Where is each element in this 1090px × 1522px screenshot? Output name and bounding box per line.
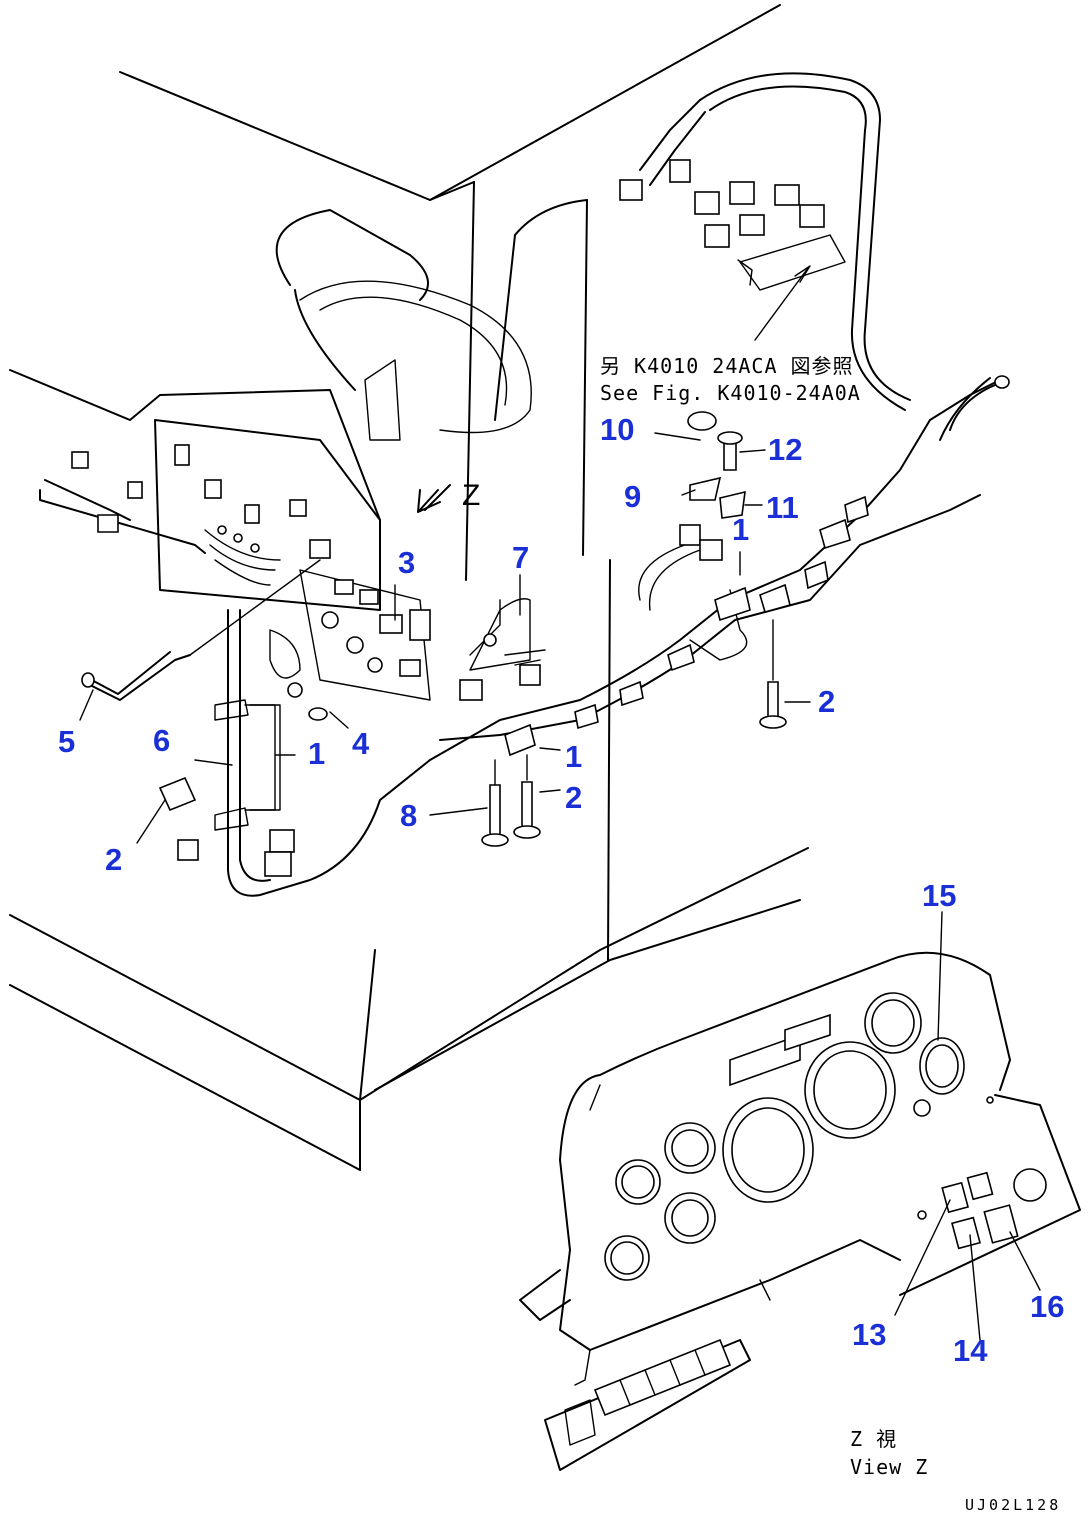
callout-8: 8	[400, 798, 417, 833]
callout-14: 14	[953, 1333, 988, 1368]
harness-clamps	[97, 495, 869, 757]
callout-7: 7	[512, 540, 529, 575]
harness-right-end	[939, 375, 1010, 441]
callout-12: 12	[768, 432, 802, 467]
steering-wheel	[299, 280, 532, 441]
view-z-arrow	[417, 484, 451, 513]
callout-16: 16	[1030, 1289, 1064, 1324]
callout-9: 9	[624, 479, 641, 514]
reference-arrow	[754, 265, 811, 341]
callout-5: 5	[58, 724, 75, 759]
callout-3: 3	[398, 545, 415, 580]
sub-harness-5	[81, 559, 321, 701]
cab-outline	[9, 4, 809, 1171]
reference-note-line2: See Fig. K4010-24A0A	[600, 381, 861, 405]
callout-1-upper: 1	[732, 512, 749, 547]
bracket-7	[469, 598, 546, 671]
callout-13: 13	[852, 1317, 886, 1352]
callout-2-mid: 2	[565, 780, 582, 815]
callout-4: 4	[352, 726, 370, 761]
callout-2-right: 2	[818, 684, 835, 719]
reference-note-line1: 另 K4010 24ACA 図参照	[600, 354, 854, 378]
view-z-marker: Z	[462, 479, 480, 512]
bolts	[158, 411, 787, 847]
leader-lines	[79, 432, 1041, 1341]
callout-6: 6	[153, 723, 170, 758]
callout-2-left: 2	[105, 842, 122, 877]
callout-1-mid: 1	[565, 739, 582, 774]
main-wiring-harness	[39, 72, 1001, 897]
instrument-panel-view-z	[519, 951, 1081, 1471]
view-label-line1: Z 視	[850, 1427, 897, 1451]
dashboard-panel-left	[154, 419, 381, 611]
callout-11: 11	[766, 490, 799, 525]
console-connectors	[269, 569, 431, 721]
callout-10: 10	[600, 412, 634, 447]
callout-15: 15	[922, 878, 956, 913]
drawing-code: UJ02L128	[965, 1496, 1061, 1514]
callout-1-left: 1	[308, 736, 325, 771]
view-label-line2: View Z	[850, 1455, 928, 1479]
